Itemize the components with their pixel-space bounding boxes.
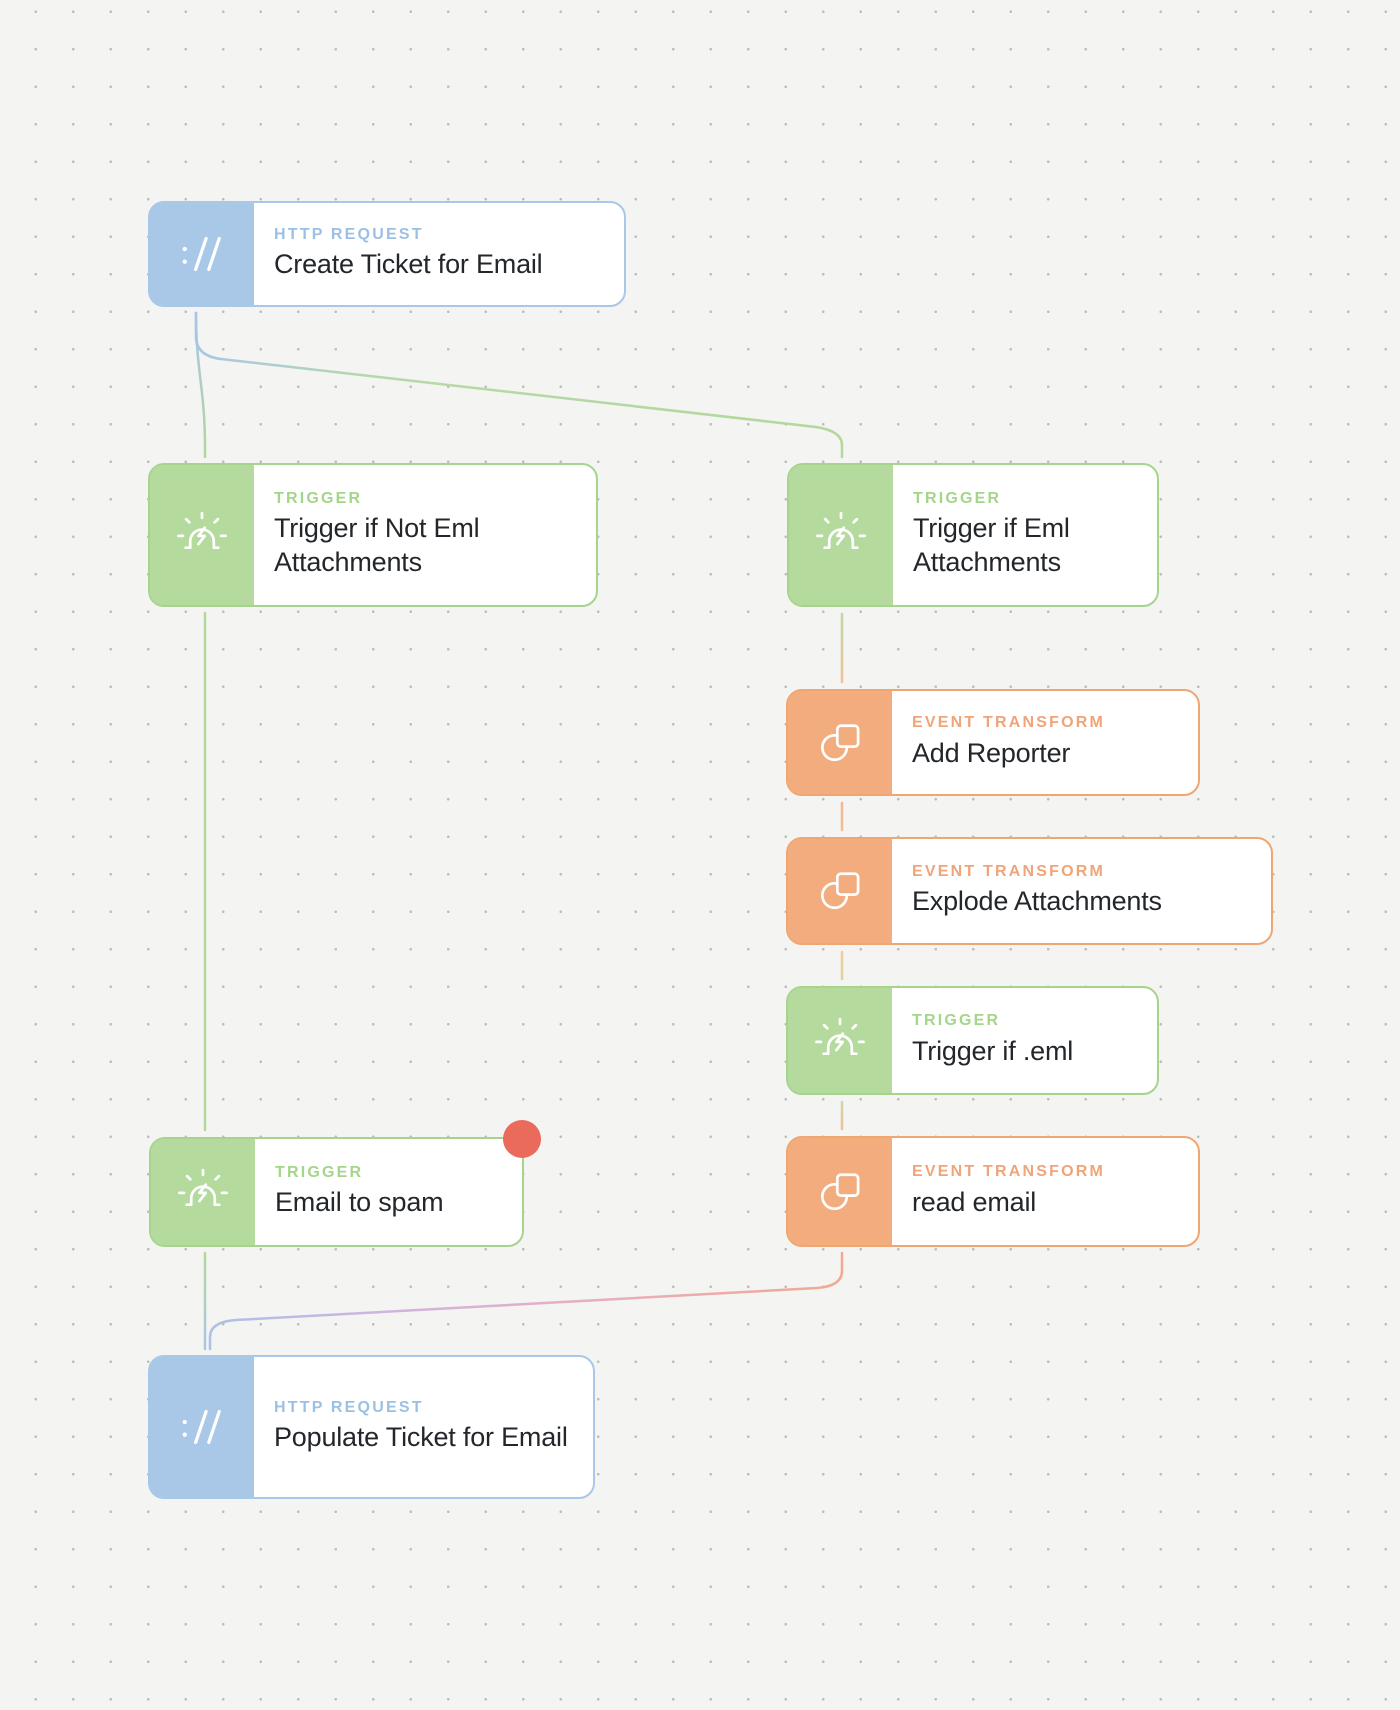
trigger-icon: [178, 1168, 228, 1207]
status-dot: [503, 1120, 541, 1158]
node-icon-box: [150, 1357, 254, 1497]
trigger-icon: [177, 511, 227, 550]
node-populate-ticket-for-email[interactable]: HTTP REQUEST Populate Ticket for Email: [148, 1355, 595, 1499]
event-transform-icon: [820, 872, 860, 910]
node-title: Create Ticket for Email: [274, 249, 543, 280]
edge-create-to-trigger-not-eml: [194, 311, 207, 459]
node-explode-attachments[interactable]: EVENT TRANSFORM Explode Attachments: [786, 837, 1273, 945]
event-transform-icon: [820, 1172, 860, 1210]
node-type-label: TRIGGER: [275, 1163, 364, 1181]
node-body: HTTP REQUEST Create Ticket for Email: [254, 203, 624, 305]
node-body: TRIGGER Trigger if .eml: [892, 988, 1157, 1093]
trigger-icon: [815, 1017, 865, 1055]
http-request-icon: [182, 236, 221, 272]
node-title: Trigger if .eml: [912, 1035, 1074, 1066]
node-type-label: TRIGGER: [913, 489, 1002, 507]
node-type-label: HTTP REQUEST: [274, 1398, 424, 1416]
node-icon-box: [789, 465, 893, 605]
node-body: EVENT TRANSFORM read email: [892, 1138, 1198, 1245]
node-title: Explode Attachments: [912, 886, 1162, 917]
node-trigger-if-eml[interactable]: TRIGGER Trigger if .eml: [786, 986, 1159, 1095]
node-icon-box: [788, 691, 892, 794]
node-trigger-if-not-eml-attachments[interactable]: TRIGGER Trigger if Not Eml Attachments: [148, 463, 598, 607]
node-create-ticket-for-email[interactable]: HTTP REQUEST Create Ticket for Email: [148, 201, 626, 307]
node-title: Add Reporter: [912, 737, 1071, 768]
node-icon-box: [150, 465, 254, 605]
node-title: Trigger if Eml Attachments: [913, 513, 1070, 578]
trigger-icon: [816, 511, 866, 550]
node-body: TRIGGER Trigger if Eml Attachments: [893, 465, 1157, 605]
node-email-to-spam[interactable]: TRIGGER Email to spam: [149, 1120, 541, 1247]
edge-read-email-to-populate: [208, 1251, 844, 1351]
node-type-label: EVENT TRANSFORM: [912, 862, 1105, 880]
edge-create-to-trigger-eml: [194, 311, 844, 459]
node-read-email[interactable]: EVENT TRANSFORM read email: [786, 1136, 1200, 1247]
node-icon-box: [788, 1138, 892, 1245]
node-icon-box: [788, 839, 892, 943]
http-request-icon: [182, 1409, 221, 1445]
node-body: EVENT TRANSFORM Add Reporter: [892, 691, 1198, 794]
node-title: Trigger if Not Eml Attachments: [274, 513, 480, 578]
node-title: Email to spam: [275, 1187, 444, 1218]
node-title: Populate Ticket for Email: [274, 1422, 568, 1453]
node-type-label: EVENT TRANSFORM: [912, 1163, 1105, 1181]
node-trigger-if-eml-attachments[interactable]: TRIGGER Trigger if Eml Attachments: [787, 463, 1159, 607]
node-body: HTTP REQUEST Populate Ticket for Email: [254, 1357, 593, 1497]
node-icon-box: [150, 203, 254, 305]
node-type-label: TRIGGER: [274, 489, 363, 507]
node-icon-box: [151, 1139, 255, 1245]
node-body: TRIGGER Email to spam: [255, 1139, 522, 1245]
node-icon-box: [788, 988, 892, 1093]
node-body: EVENT TRANSFORM Explode Attachments: [892, 839, 1271, 943]
event-transform-icon: [820, 723, 860, 761]
node-add-reporter[interactable]: EVENT TRANSFORM Add Reporter: [786, 689, 1200, 796]
node-type-label: EVENT TRANSFORM: [912, 714, 1105, 732]
node-type-label: HTTP REQUEST: [274, 225, 424, 243]
node-body: TRIGGER Trigger if Not Eml Attachments: [254, 465, 596, 605]
node-type-label: TRIGGER: [912, 1012, 1001, 1030]
node-title: read email: [912, 1186, 1037, 1217]
